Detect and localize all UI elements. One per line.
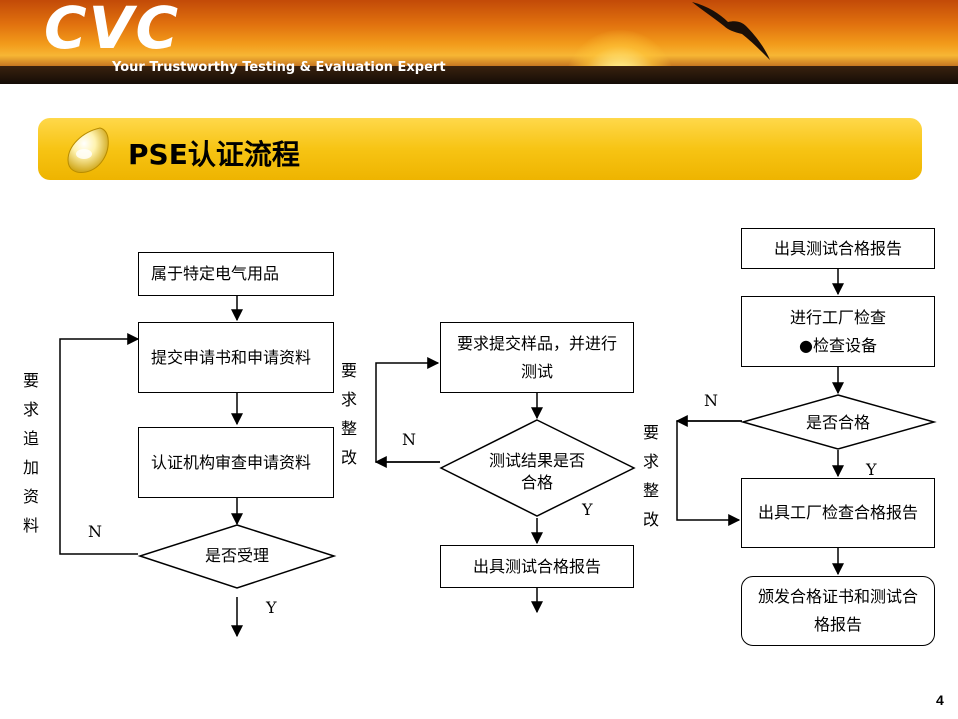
col3-n-label: N — [704, 391, 718, 410]
col1-y-label: Y — [266, 598, 277, 617]
header-banner: CVC Your Trustworthy Testing & Evaluatio… — [0, 0, 958, 84]
box-review-application: 认证机构审查申请资料 — [138, 427, 334, 498]
label-require-rectification-2: 要求整改 — [642, 423, 659, 529]
label-request-more-documents: 要求追加资料 — [22, 371, 39, 535]
box-test-pass-report-1: 出具测试合格报告 — [440, 545, 634, 588]
label-require-rectification-1: 要求整改 — [340, 361, 357, 467]
box-test-pass-report-2: 出具测试合格报告 — [741, 228, 935, 269]
decision-test-pass — [439, 419, 636, 517]
cvc-logo: CVC — [44, 0, 181, 62]
col2-y-label: Y — [582, 500, 593, 519]
bird-icon — [692, 2, 770, 60]
page-number: 4 — [936, 692, 944, 708]
box-submit-application: 提交申请书和申请资料 — [138, 322, 334, 393]
decision-test-pass-label: 测试结果是否合格 — [488, 451, 585, 492]
page-title: PSE认证流程 — [128, 138, 300, 171]
title-bar — [38, 118, 922, 180]
col1-n-label: N — [88, 522, 102, 541]
box-specified-electrical-product: 属于特定电气用品 — [138, 252, 334, 296]
droplet-icon — [67, 127, 109, 173]
box-submit-samples-testing: 要求提交样品，并进行测试 — [440, 322, 634, 393]
factory-inspection-line2: ●检查设备 — [799, 335, 877, 355]
horizon-silhouette — [0, 66, 958, 84]
box-factory-inspection: 进行工厂检查 ●检查设备 — [741, 296, 935, 367]
decision-accepted-label: 是否受理 — [204, 546, 269, 565]
box-issue-certificate: 颁发合格证书和测试合格报告 — [741, 576, 935, 646]
col2-n-label: N — [402, 430, 416, 449]
decision-factory-pass — [740, 394, 937, 450]
decision-factory-pass-label: 是否合格 — [805, 413, 870, 432]
col3-y-label: Y — [866, 460, 877, 479]
decision-accepted — [137, 524, 337, 589]
factory-inspection-line1: 进行工厂检查 — [789, 307, 886, 327]
logo-tagline: Your Trustworthy Testing & Evaluation Ex… — [112, 60, 446, 75]
box-factory-inspection-report: 出具工厂检查合格报告 — [741, 478, 935, 548]
